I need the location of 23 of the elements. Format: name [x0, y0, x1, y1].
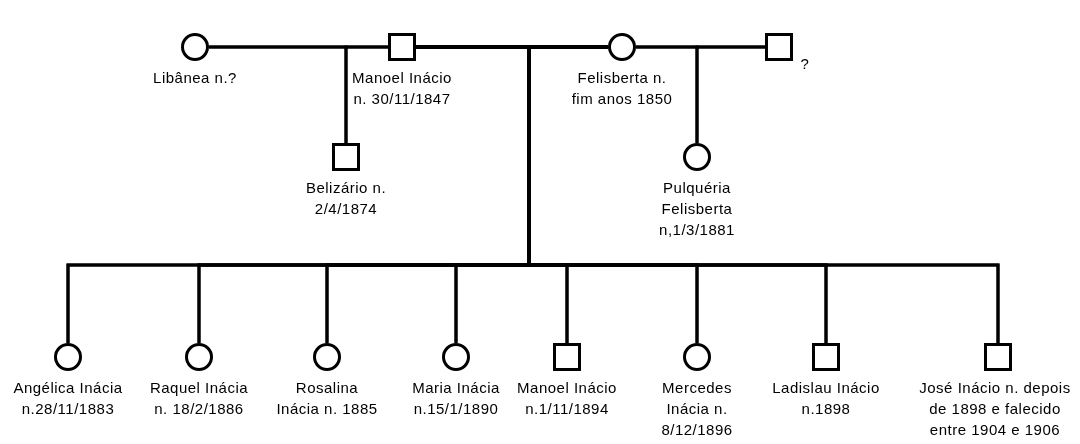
person-label: Maria Inácia n.15/1/1890 [411, 378, 501, 419]
person-label: José Inácio n. depois de 1898 e falecido entre 1904 e 1906 [918, 378, 1072, 440]
male-square [812, 343, 840, 371]
male-square [765, 33, 793, 61]
person-label: ? [799, 54, 811, 74]
person-label: Mercedes Inácia n. 8/12/1896 [660, 378, 734, 440]
descent-line [527, 45, 1000, 343]
descent-line [344, 45, 388, 143]
person-label: Ladislau Inácio n.1898 [771, 378, 881, 419]
person-label: Angélica Inácia n.28/11/1883 [12, 378, 124, 419]
person-label: Manoel Inácio n.1/11/1894 [516, 378, 618, 419]
person-label: Manoel Inácio n. 30/11/1847 [351, 68, 453, 109]
person-label: Raquel Inácia n. 18/2/1886 [148, 378, 250, 419]
person-label: Rosalina Inácia n. 1885 [275, 378, 379, 419]
male-square [984, 343, 1012, 371]
person-label: Pulquéria Felisberta n,1/3/1881 [658, 178, 736, 240]
person-label: Felisberta n. fim anos 1850 [570, 68, 674, 109]
male-square [553, 343, 581, 371]
descent-line [695, 45, 765, 143]
person-label: Belizário n. 2/4/1874 [304, 178, 388, 219]
male-square [332, 143, 360, 171]
male-square [388, 33, 416, 61]
person-label: Libânea n.? [152, 68, 238, 88]
